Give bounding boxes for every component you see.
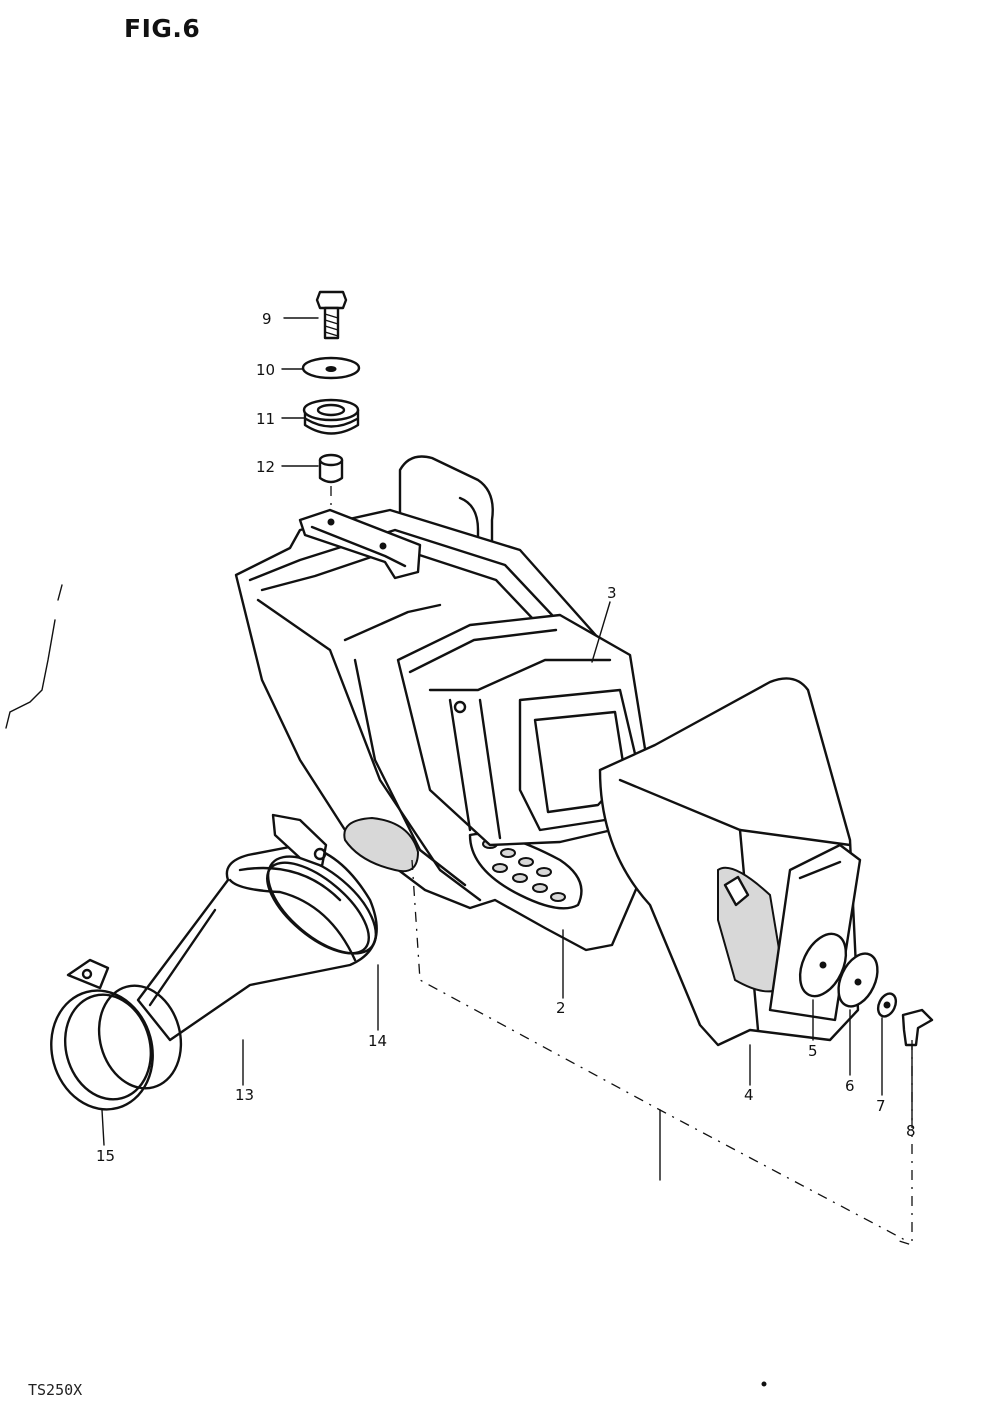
washer-part-10: [301, 356, 361, 380]
callout-2: 2: [556, 999, 566, 1017]
callout-3: 3: [607, 584, 617, 602]
callout-14: 14: [368, 1032, 387, 1050]
stray-dot: [761, 1381, 767, 1387]
air-cleaner-cover-part-4: [598, 677, 862, 1047]
figure-title: FIG.6: [124, 14, 201, 43]
callout-4: 4: [744, 1086, 754, 1104]
callout-13: 13: [235, 1086, 254, 1104]
hose-clamp-part-14: [266, 813, 378, 955]
callout-labels: 9 10 11 12 3 2 14 13 15 4 5 6 7 8: [96, 310, 916, 1165]
assembly-line-cover: [895, 1040, 913, 1246]
wing-nut-part-8: [901, 1008, 934, 1047]
scan-artifact-mark: [5, 584, 63, 729]
callout-11: 11: [256, 410, 275, 428]
outlet-tube-part-13: [136, 843, 378, 1042]
callout-12: 12: [256, 458, 275, 476]
duct-holes: [482, 839, 566, 902]
leader-lines: [101, 317, 913, 1146]
callout-5: 5: [808, 1042, 818, 1060]
callout-7: 7: [876, 1097, 886, 1115]
callout-10: 10: [256, 361, 275, 379]
callout-6: 6: [845, 1077, 855, 1095]
grommet-part-11: [302, 398, 360, 435]
model-code-footer: TS250X: [28, 1381, 83, 1399]
washer-part-6: [837, 952, 879, 1008]
callout-15: 15: [96, 1147, 115, 1165]
callout-9: 9: [262, 310, 272, 328]
hose-clamp-part-15: [50, 958, 183, 1111]
assembly-line-main: [411, 859, 906, 1241]
bolt-part-9: [315, 290, 348, 340]
callout-8: 8: [906, 1122, 916, 1140]
washer-part-7: [876, 992, 898, 1018]
collar-part-12: [318, 453, 344, 510]
